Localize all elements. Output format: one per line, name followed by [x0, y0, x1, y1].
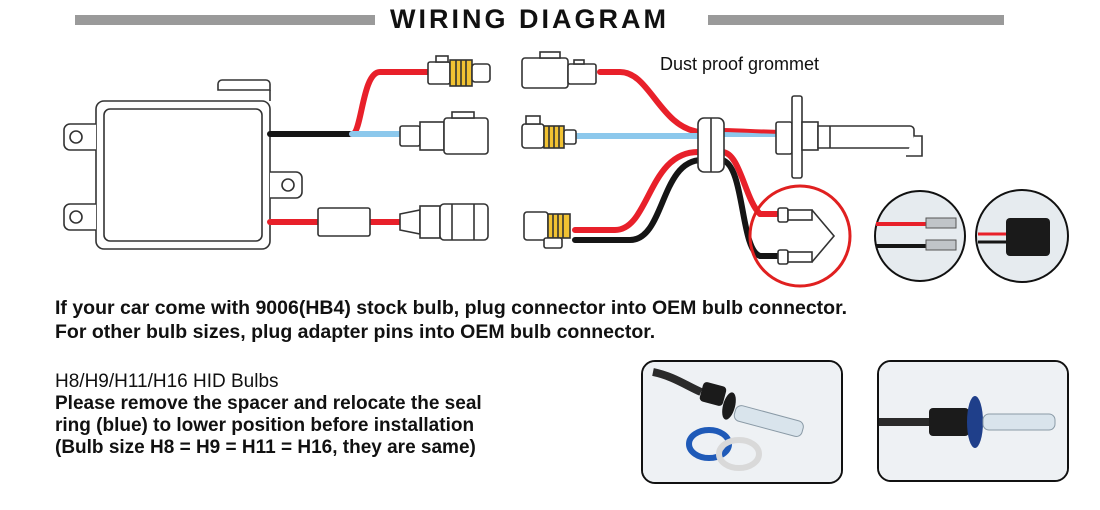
bulb-photo-installed: [877, 360, 1069, 482]
pin-photo-2: [975, 189, 1069, 283]
connector-middle-left: [399, 111, 489, 155]
ballast-unit: [63, 79, 303, 250]
connector-top-left: [427, 55, 491, 87]
bulb-note-line-2: ring (blue) to lower position before ins…: [55, 415, 475, 436]
bulb-note-line-1: Please remove the spacer and relocate th…: [55, 393, 482, 414]
adapter-pins: [777, 207, 836, 265]
pin-photo-1: [874, 190, 966, 282]
page-title: WIRING DIAGRAM: [390, 4, 669, 34]
connector-bottom-right: [523, 211, 571, 249]
bulb-note-line-3: (Bulb size H8 = H9 = H11 = H16, they are…: [55, 437, 476, 458]
connector-top-right: [521, 51, 597, 89]
dust-grommet: [697, 117, 725, 173]
hid-bulb: [775, 95, 923, 179]
title-bar-left: [75, 15, 375, 25]
grommet-label: Dust proof grommet: [660, 54, 820, 74]
connector-bottom-left: [399, 203, 489, 241]
instruction-line-1: If your car come with 9006(HB4) stock bu…: [55, 297, 848, 319]
wires: [267, 69, 793, 259]
connector-middle-right: [521, 115, 577, 149]
bulb-note-heading: H8/H9/H11/H16 HID Bulbs: [55, 371, 279, 392]
title-bar-right: [708, 15, 1004, 25]
highlight-circle: [748, 184, 852, 288]
inline-filter: [317, 207, 371, 237]
bulb-photo-spacer: [641, 360, 843, 484]
instruction-line-2: For other bulb sizes, plug adapter pins …: [55, 321, 656, 343]
